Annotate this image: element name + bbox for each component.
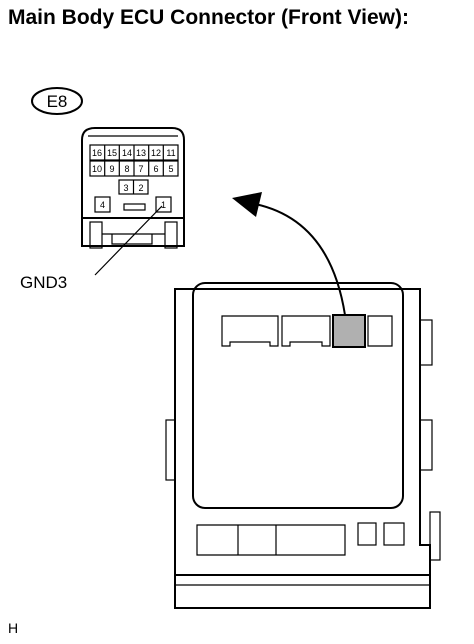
pin-16: 16 bbox=[92, 148, 102, 158]
pin-4-cell bbox=[94, 196, 111, 213]
gnd3-leader-line bbox=[94, 205, 163, 276]
footer-label: H bbox=[8, 620, 19, 636]
gnd3-label: GND3 bbox=[20, 273, 67, 292]
connector-tag: E8 bbox=[31, 87, 83, 115]
location-arrow bbox=[232, 192, 346, 316]
pin-1: 1 bbox=[161, 200, 166, 210]
pin-15: 15 bbox=[107, 148, 117, 158]
pin-row-2: 10 9 8 7 6 5 bbox=[89, 160, 179, 177]
pin-1-cell bbox=[155, 196, 172, 213]
connector-front-view: 16 15 14 13 12 11 10 9 8 7 6 5 3 2 bbox=[81, 127, 185, 249]
diagram-title: Main Body ECU Connector (Front View): bbox=[8, 6, 409, 29]
pin-2: 2 bbox=[138, 183, 143, 193]
pin-11: 11 bbox=[166, 148, 175, 158]
pin-9: 9 bbox=[109, 164, 114, 174]
pin-14: 14 bbox=[122, 148, 132, 158]
ecu-body bbox=[165, 282, 441, 609]
pin-6: 6 bbox=[153, 164, 158, 174]
pin-10: 10 bbox=[92, 164, 102, 174]
pin-7: 7 bbox=[138, 164, 143, 174]
pin-row-1: 16 15 14 13 12 11 bbox=[89, 144, 179, 161]
pin-5: 5 bbox=[168, 164, 173, 174]
pin-3: 3 bbox=[123, 183, 128, 193]
pin-12: 12 bbox=[151, 148, 161, 158]
pin-row-3: 3 2 bbox=[118, 179, 149, 195]
pin-8: 8 bbox=[124, 164, 129, 174]
latch-slot bbox=[123, 203, 146, 211]
highlighted-connector-e8 bbox=[332, 314, 366, 348]
connector-tag-label: E8 bbox=[47, 92, 68, 111]
pin-4: 4 bbox=[100, 200, 105, 210]
pin-13: 13 bbox=[136, 148, 146, 158]
